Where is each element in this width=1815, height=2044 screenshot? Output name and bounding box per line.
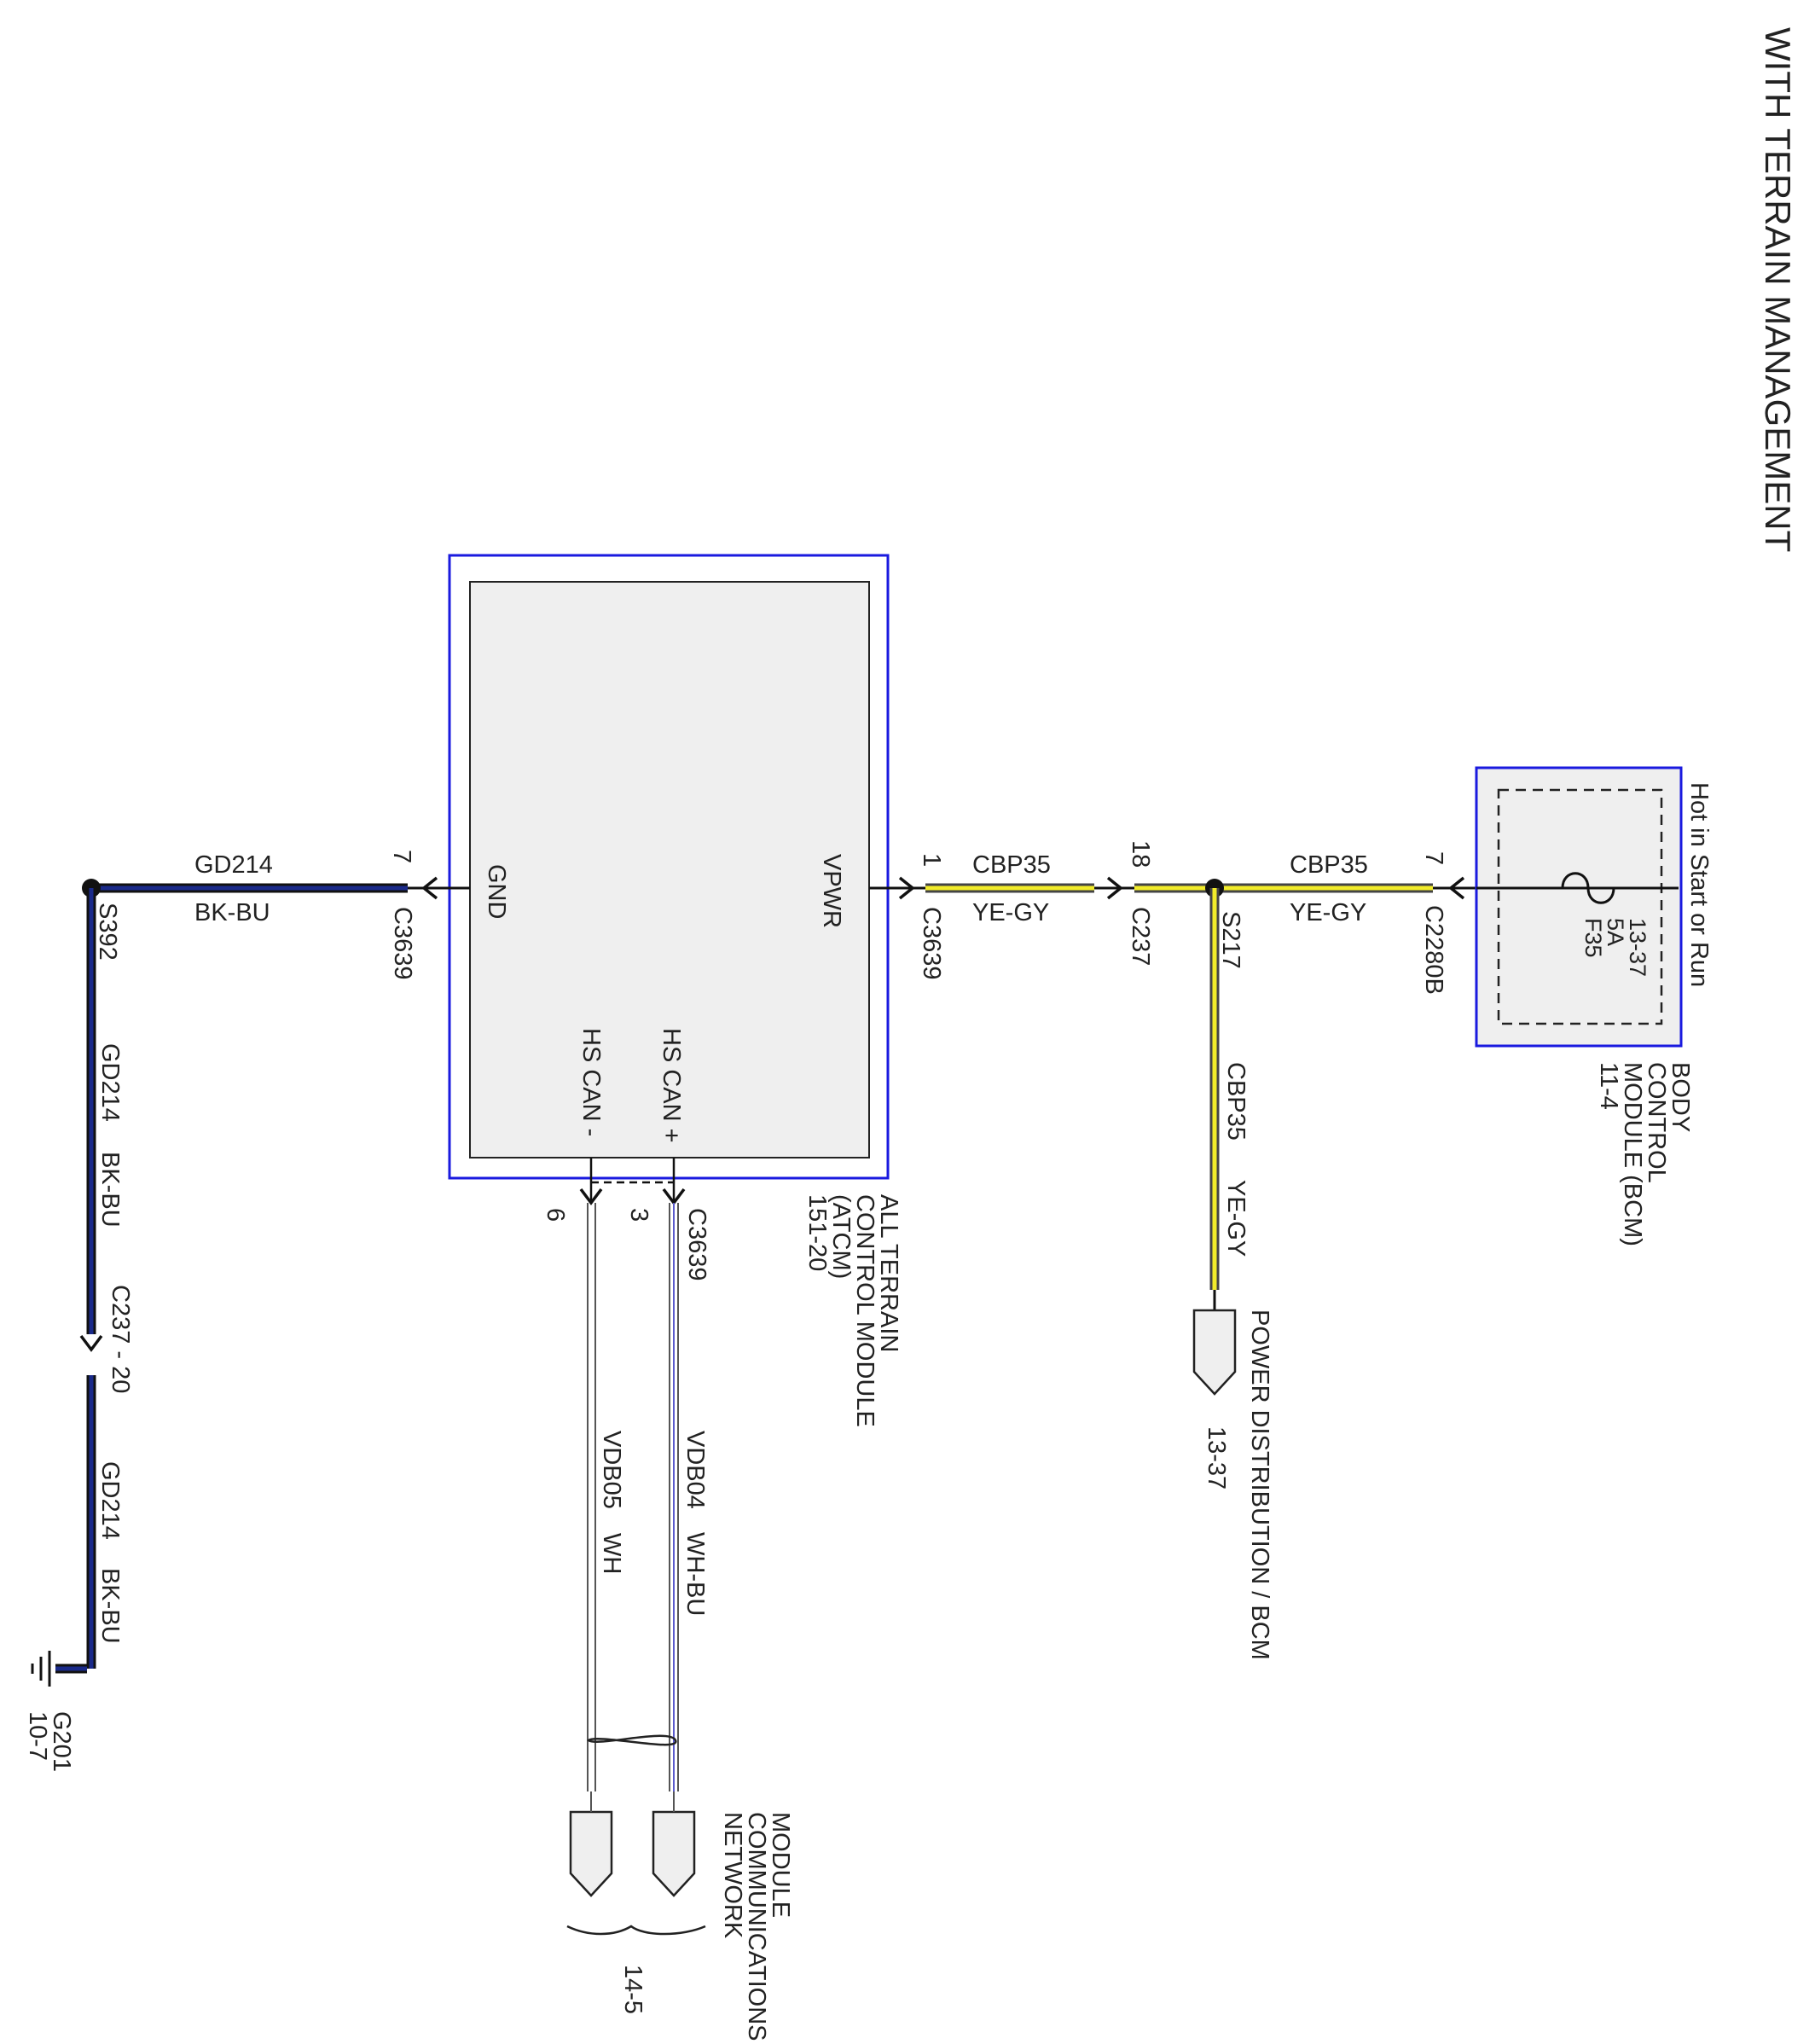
ground-point-label: G201 10-7 — [24, 1711, 75, 1772]
fuse-line-2: 5A — [1603, 918, 1628, 946]
atcm-name-line-2: CONTROL MODULE — [851, 1194, 879, 1427]
ground-point-line-2: 10-7 — [24, 1711, 51, 1761]
can-minus-pin: 6 — [542, 1208, 569, 1222]
can-plus-wire[interactable] — [669, 1203, 679, 1791]
bcm-module[interactable] — [1475, 766, 1683, 1048]
bcm-name-line-2: CONTROL — [1643, 1062, 1670, 1183]
ground-connector-arrow-icon — [421, 876, 438, 900]
atcm-pin-vpwr: VPWR — [818, 854, 845, 928]
network-page: 14-5 — [619, 1965, 647, 2014]
can-plus-color-label: WH-BU — [681, 1532, 709, 1616]
diagram-title: WITH TERRAIN MANAGEMENT — [1758, 27, 1798, 552]
can-plus-circuit-label: VDB04 — [681, 1431, 709, 1509]
power-branch-circuit-label: CBP35 — [1222, 1062, 1250, 1141]
power-atcm-pin: 1 — [918, 853, 945, 867]
inline-connector-c237-arrow-icon — [79, 1334, 103, 1352]
power-bcm-connector: C2280B — [1420, 905, 1447, 995]
ground-color-label-upper: BK-BU — [96, 1152, 124, 1228]
atcm-name-line-4: 151-20 — [803, 1194, 831, 1271]
ground-point-line-1: G201 — [48, 1711, 75, 1772]
bcm-module-name: BODY CONTROL MODULE (BCM) 11-4 — [1595, 1062, 1694, 1246]
atcm-name-line-1: ALL TERRAIN — [875, 1194, 902, 1352]
inline-connector-c237-label: C237 - 20 — [107, 1285, 134, 1393]
can-plus-terminal-icon[interactable] — [652, 1810, 696, 1897]
power-distribution-terminal-icon[interactable] — [1192, 1309, 1237, 1396]
splice-s217-label: S217 — [1217, 911, 1244, 969]
fuse-f35-label: F35 5A 13-37 — [1580, 918, 1650, 977]
power-atcm-connector-arrow-icon — [898, 876, 915, 900]
ground-circuit-label-top: GD214 — [194, 851, 273, 879]
atcm-module[interactable] — [448, 554, 890, 1180]
can-plus-pin: 3 — [625, 1208, 652, 1222]
network-brace-icon — [566, 1925, 706, 1936]
atcm-pin-hscan-plus: HS CAN + — [658, 1028, 685, 1143]
ground-wire-vertical-lower[interactable] — [55, 1375, 96, 1674]
ground-circuit-label-lower: GD214 — [96, 1461, 124, 1540]
power-c237-connector: C237 — [1127, 907, 1154, 966]
module-communications-network-label: MODULE COMMUNICATIONS NETWORK — [719, 1812, 794, 2041]
ground-connector-label: C3639 — [389, 907, 416, 979]
network-line-3: NETWORK — [719, 1812, 746, 1939]
fuse-line-1: F35 — [1580, 918, 1606, 958]
ground-pin-number: 7 — [388, 850, 415, 863]
ground-color-label-top: BK-BU — [194, 899, 270, 926]
network-line-2: COMMUNICATIONS — [743, 1812, 770, 2041]
fuse-f35-icon — [1561, 872, 1615, 904]
power-c237-arrow-icon — [1106, 876, 1123, 900]
power-branch-color-label: YE-GY — [1222, 1180, 1250, 1257]
bcm-name-line-3: MODULE (BCM) — [1619, 1062, 1646, 1246]
power-atcm-connector: C3639 — [918, 907, 945, 979]
can-minus-terminal-icon[interactable] — [569, 1810, 613, 1897]
power-c237-pin: 18 — [1127, 840, 1154, 868]
atcm-module-name: ALL TERRAIN CONTROL MODULE (ATCM) 151-20 — [803, 1194, 902, 1427]
can-minus-wire[interactable] — [587, 1203, 596, 1791]
power-distribution-page: 13-37 — [1203, 1426, 1230, 1489]
can-connector-label: C3639 — [683, 1208, 710, 1280]
atcm-pin-gnd: GND — [483, 864, 510, 919]
bcm-name-line-1: BODY — [1667, 1062, 1694, 1132]
ground-color-label-lower: BK-BU — [96, 1568, 124, 1644]
bcm-power-note: Hot in Start or Run — [1685, 782, 1713, 987]
atcm-name-line-3: (ATCM) — [827, 1194, 855, 1279]
can-minus-circuit-label: VDB05 — [598, 1431, 625, 1509]
power-distribution-label: POWER DISTRIBUTION / BCM — [1246, 1309, 1273, 1660]
ground-circuit-label-upper: GD214 — [96, 1043, 124, 1122]
can-minus-connector-arrow-icon — [579, 1187, 603, 1205]
power-color-label-2: YE-GY — [1290, 899, 1366, 926]
power-color-label-1: YE-GY — [972, 899, 1049, 926]
fuse-line-3: 13-37 — [1625, 918, 1650, 977]
splice-s392-label: S392 — [94, 903, 121, 961]
power-circuit-label-2: CBP35 — [1290, 851, 1368, 879]
bcm-name-line-4: 11-4 — [1595, 1062, 1622, 1110]
power-bcm-pin: 7 — [1420, 851, 1447, 865]
atcm-pin-hscan-minus: HS CAN - — [577, 1028, 605, 1136]
network-line-1: MODULE — [767, 1812, 794, 1918]
ground-symbol-icon — [31, 1651, 51, 1687]
power-bcm-connector-arrow-icon — [1448, 876, 1465, 900]
can-minus-color-label: WH — [598, 1533, 625, 1574]
power-circuit-label-1: CBP35 — [972, 851, 1051, 879]
twisted-pair-icon — [586, 1734, 677, 1746]
